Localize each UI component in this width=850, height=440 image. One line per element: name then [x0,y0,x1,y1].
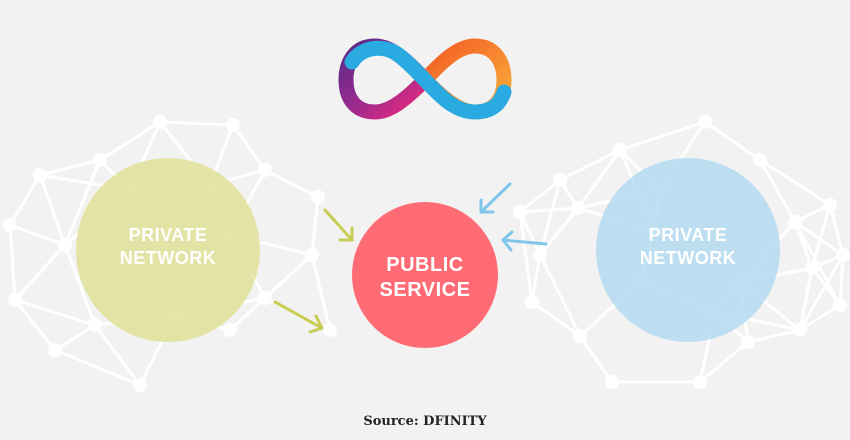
network-node [513,205,527,219]
network-link [578,335,614,383]
arrow-right-bottom [501,230,548,252]
left-label-line1: PRIVATE [128,225,208,245]
network-link [93,324,142,386]
network-link [538,207,580,256]
network-node [571,201,585,215]
network-link [228,296,267,332]
public-service-circle [352,202,498,348]
network-link [63,244,97,326]
network-link [99,120,161,162]
left-circle-label: PRIVATE NETWORK [98,224,238,269]
network-link [63,159,102,246]
network-node [573,329,587,343]
network-node [133,378,147,392]
network-link [794,220,844,257]
network-link [519,178,561,214]
network-node [605,375,619,389]
network-node [33,168,47,182]
network-link [263,253,314,300]
network-node [88,318,102,332]
center-label-line1: PUBLIC [386,254,464,276]
network-link [758,159,797,223]
arrow-left-bottom [273,300,324,334]
network-link [799,303,841,332]
network-node [698,115,712,129]
network-link [747,328,801,344]
network-node [311,190,325,204]
network-link [54,348,141,387]
left-label-line2: NETWORK [119,247,217,268]
private-network-left-circle [76,158,260,342]
network-node [553,173,567,187]
right-circle-label: PRIVATE NETWORK [618,224,758,269]
network-node [533,248,547,262]
network-node [323,323,337,337]
network-node [58,238,72,252]
network-link [518,211,542,256]
network-link [310,196,320,256]
arrow-left-top [323,208,354,242]
network-link [14,298,96,327]
network-node [153,115,167,129]
network-node [613,143,627,157]
network-node [3,218,17,232]
arrow-right-top [479,182,512,214]
network-link [38,174,67,246]
network-link [13,243,67,302]
network-link [310,254,332,331]
network-node [753,153,767,167]
private-network-right-circle [596,158,780,342]
network-link [798,267,814,331]
center-label-line2: SERVICE [379,279,471,301]
network-link [9,223,66,247]
network-node [48,343,62,357]
network-node [223,323,237,337]
network-link [530,254,542,303]
center-circle-label: PUBLIC SERVICE [355,253,495,303]
network-link [699,340,749,384]
network-link [798,254,845,331]
network-link [759,158,831,207]
network-node [836,248,850,262]
network-link [828,204,845,256]
network-link [838,254,845,306]
right-label-line1: PRIVATE [648,225,728,245]
network-link [8,224,17,301]
network-node [833,298,847,312]
network-node [805,261,819,275]
network-link [619,120,706,152]
network-node [823,198,837,212]
source-caption: Source: DFINITY [363,414,487,429]
network-link [39,158,101,177]
network-node [525,295,539,309]
right-label-line2: NETWORK [639,247,737,268]
network-link [518,211,534,303]
network-node [226,118,240,132]
network-link [54,323,96,352]
network-node [93,153,107,167]
network-link [13,299,57,351]
network-link [793,221,842,306]
network-node [693,375,707,389]
network-node [258,163,272,177]
network-link [519,206,579,214]
network-node [793,323,807,337]
network-link [538,254,582,337]
network-link [159,120,234,127]
network-link [531,300,581,338]
network-node [258,291,272,305]
network-link [264,168,319,199]
network-node [305,248,319,262]
network-link [559,148,621,182]
network-link [8,174,42,226]
network-link [576,149,622,209]
network-node [788,215,802,229]
network-link [704,120,761,162]
dfinity-logo [338,38,512,120]
network-node [741,335,755,349]
network-node [8,293,22,307]
network-link [231,124,267,171]
